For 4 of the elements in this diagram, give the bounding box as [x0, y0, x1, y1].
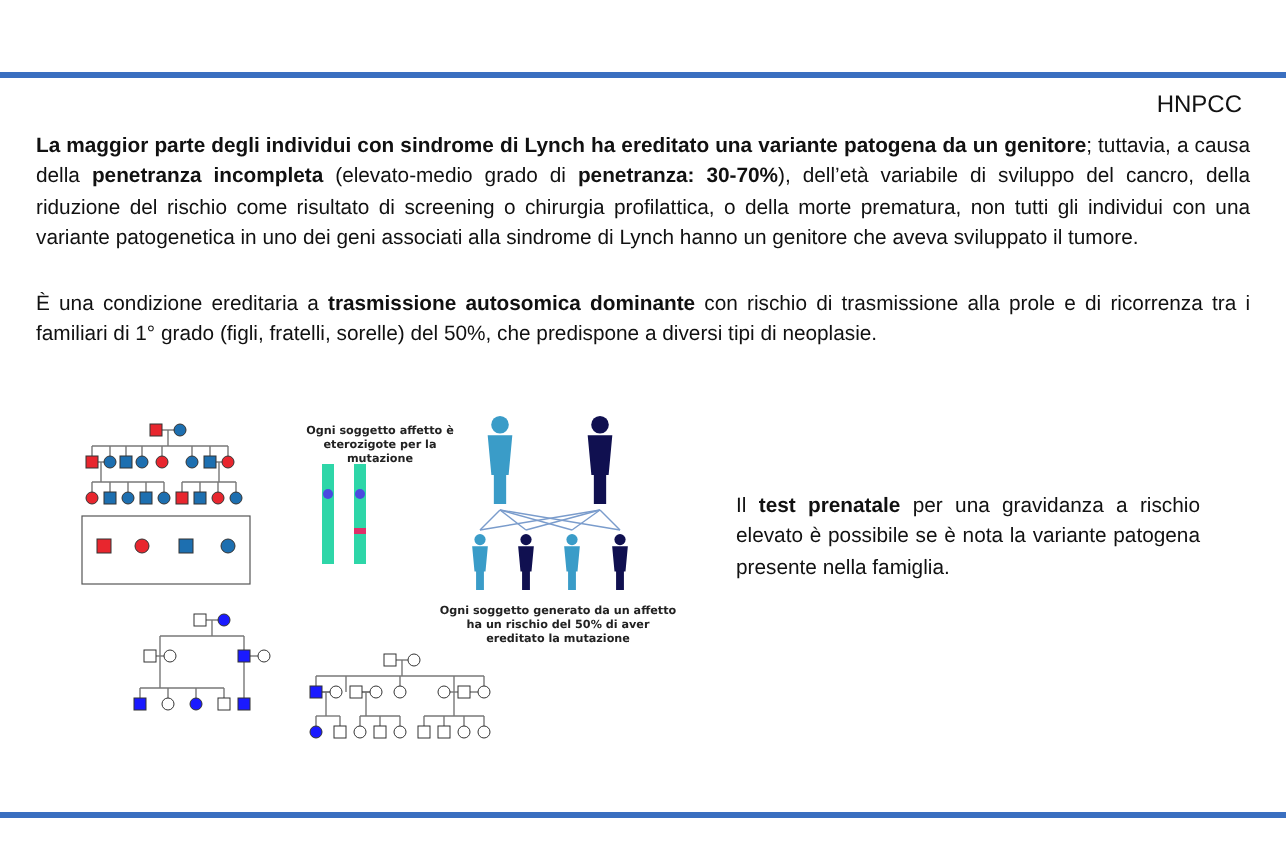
paragraph: È una condizione ereditaria a trasmissione autosomica dominante con rischio di trasmissione alla prole e di ricorrenza tra i familiari di 1° grado (figli, fratelli, sorelle) del 50%, che predispone a diversi tipi di neoplasie.: [36, 290, 1250, 351]
slide-title: HNPCC: [1156, 90, 1242, 118]
paragraph: Il test prenatale per una gravidanza a rischio elevato è possibile se è nota la variante patogena presente nella famiglia.: [736, 494, 1200, 584]
paragraph: La maggior parte degli individui con sindrome di Lynch ha ereditato una variante patogena da un genitore; tuttavia, a causa della penetranza incompleta (elevato-medio grado di penetranza: 30-70%), dell’età variabile di sviluppo del cancro, della riduzione del rischio come risultato di screening o chirurgia profilattica, o della morte prematura, non tutti gli individui con una variante patogenetica in uno dei geni associati alla sindrome di Lynch hanno un genitore che aveva sviluppato il tumore.: [36, 134, 1250, 255]
